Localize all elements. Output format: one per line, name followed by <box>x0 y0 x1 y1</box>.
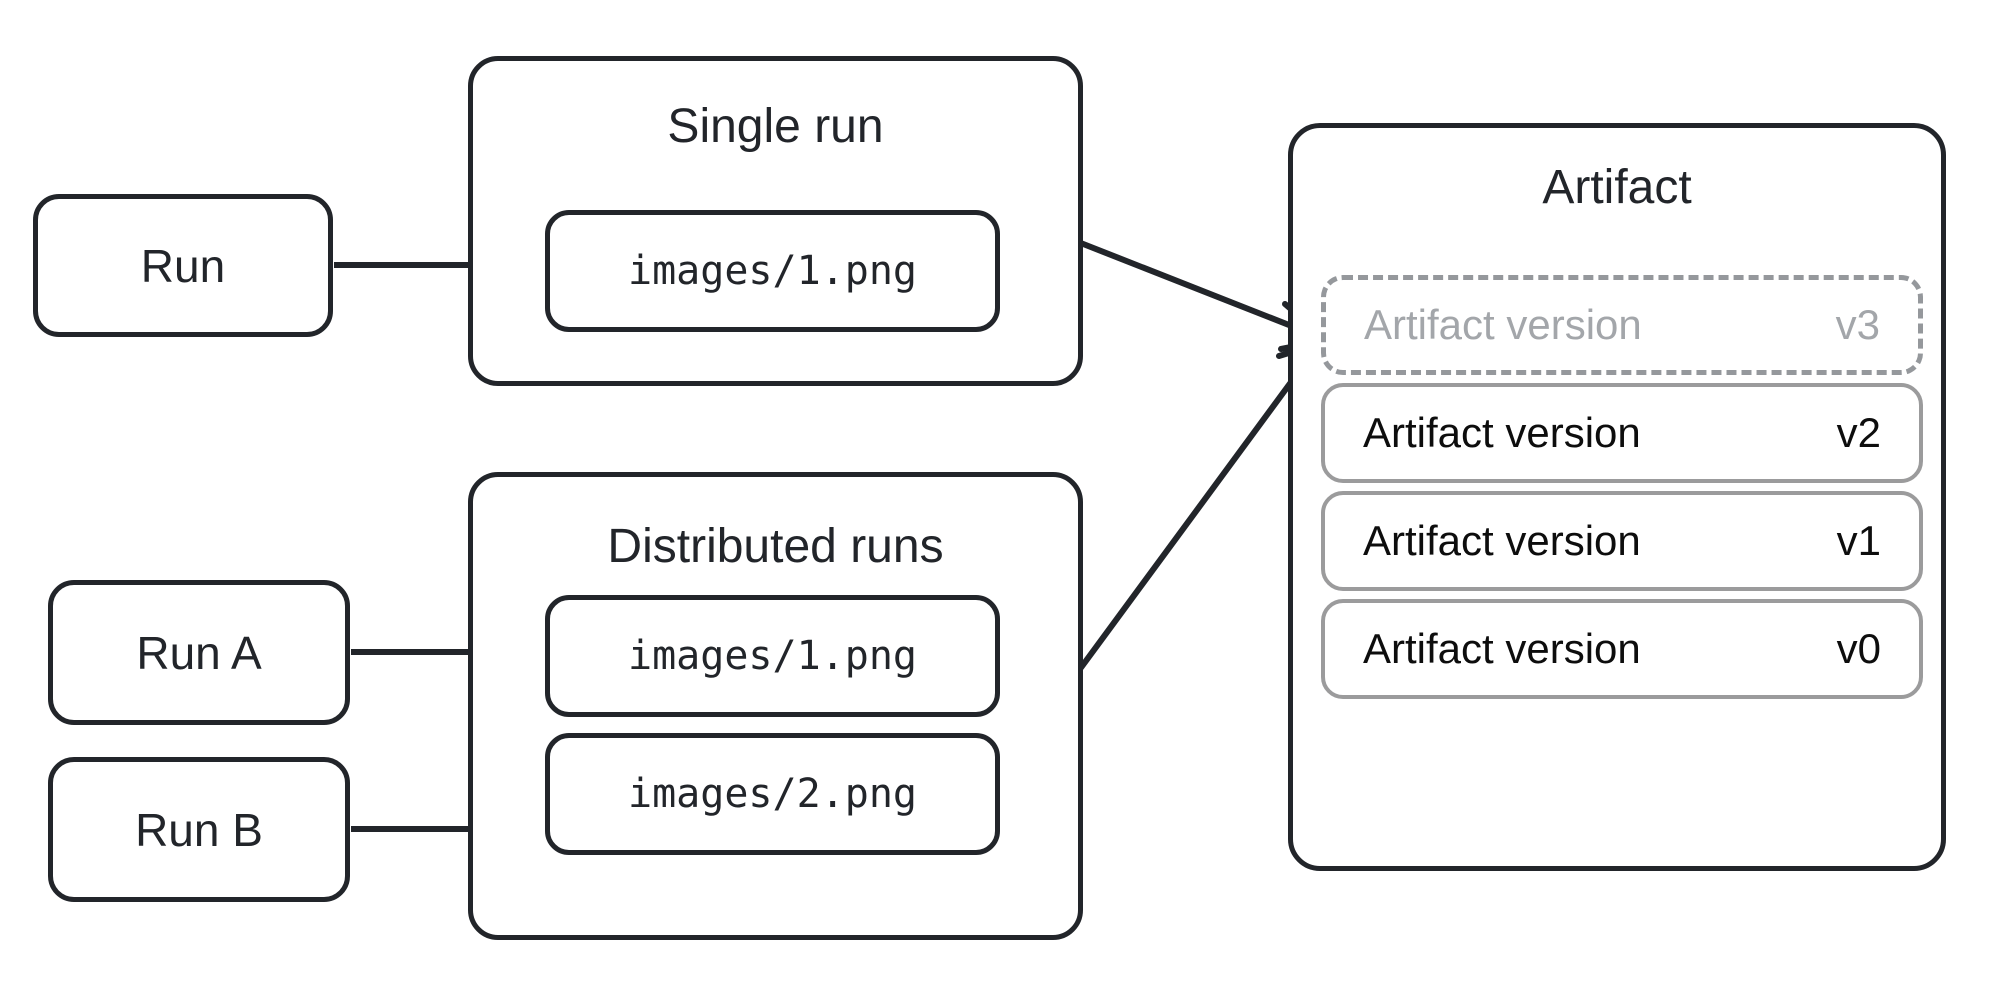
node-run-a[interactable]: Run A <box>48 580 350 725</box>
node-run-b[interactable]: Run B <box>48 757 350 902</box>
node-run-label: Run <box>140 239 226 292</box>
node-run-a-label: Run A <box>136 626 262 679</box>
artifact-panel: Artifact Artifact version v3 Artifact ve… <box>1288 123 1946 871</box>
artifact-version-row-v3[interactable]: Artifact version v3 <box>1321 275 1923 375</box>
artifact-version-row-v2-name: Artifact version <box>1363 409 1641 456</box>
artifact-version-row-v3-name: Artifact version <box>1364 301 1642 348</box>
file-node-distributed-images-1[interactable]: images/1.png <box>545 595 1000 717</box>
group-single-run: Single run images/1.png <box>468 56 1083 386</box>
artifact-version-row-v1-name: Artifact version <box>1363 517 1641 564</box>
artifact-version-row-v2[interactable]: Artifact version v2 <box>1321 383 1923 483</box>
artifact-version-row-v2-tag: v2 <box>1836 409 1881 456</box>
group-distributed-runs-title: Distributed runs <box>607 520 944 573</box>
artifact-panel-title: Artifact <box>1542 161 1692 214</box>
file-node-single-images-1[interactable]: images/1.png <box>545 210 1000 332</box>
artifact-version-row-v3-tag: v3 <box>1835 301 1880 348</box>
group-single-run-title: Single run <box>667 100 884 153</box>
arrow-distributed-runs-to-artifact <box>1063 338 1328 690</box>
file-node-distributed-images-2-label: images/2.png <box>628 771 917 817</box>
artifact-version-row-v0-tag: v0 <box>1836 625 1881 672</box>
node-run-b-label: Run B <box>135 803 263 856</box>
node-run[interactable]: Run <box>33 194 333 337</box>
file-node-single-images-1-label: images/1.png <box>628 248 917 294</box>
artifact-version-row-v0[interactable]: Artifact version v0 <box>1321 599 1923 699</box>
artifact-version-row-v0-name: Artifact version <box>1363 625 1641 672</box>
file-node-distributed-images-2[interactable]: images/2.png <box>545 733 1000 855</box>
file-node-distributed-images-1-label: images/1.png <box>628 633 917 679</box>
artifact-version-row-v1-tag: v1 <box>1836 517 1881 564</box>
group-distributed-runs: Distributed runs images/1.png images/2.p… <box>468 472 1083 940</box>
artifact-version-row-v1[interactable]: Artifact version v1 <box>1321 491 1923 591</box>
